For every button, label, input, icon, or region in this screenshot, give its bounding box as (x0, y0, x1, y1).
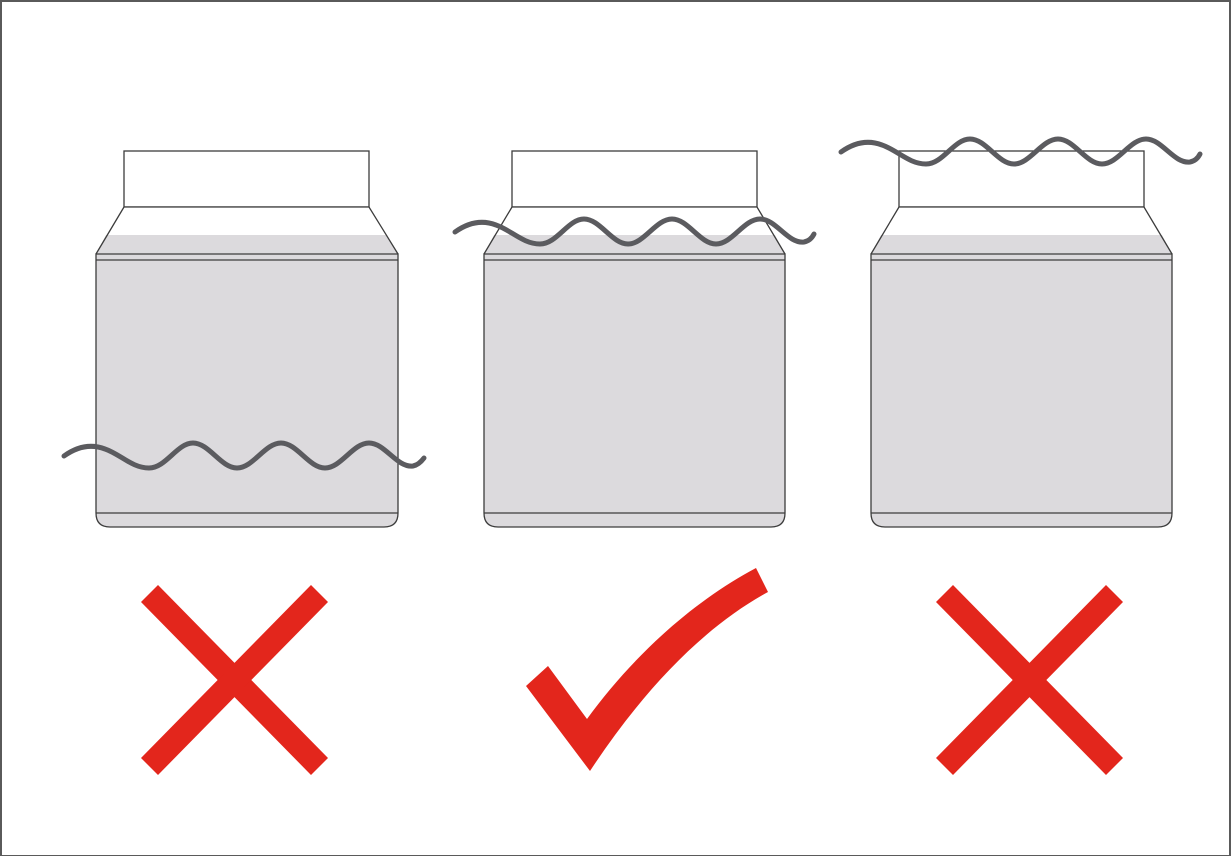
jar-left-shoulder-upper (106, 207, 387, 235)
jar-left (64, 151, 424, 527)
jar-right-body (871, 254, 1172, 527)
jar-right-shoulder-lower (871, 235, 1172, 254)
jar-left-neck (124, 151, 369, 207)
jar-left-shoulder-lower (96, 235, 398, 254)
jar-middle-shoulder-upper (494, 207, 775, 235)
jar-middle-body (484, 254, 785, 527)
cross-icon (141, 585, 328, 775)
jar-middle (455, 151, 814, 527)
jar-right-shoulder-upper (881, 207, 1162, 235)
jar-middle-neck (512, 151, 757, 207)
jar-left-body (96, 254, 398, 527)
jar-right (841, 139, 1200, 527)
cross-icon (936, 585, 1123, 775)
checkmark-icon (526, 568, 768, 771)
